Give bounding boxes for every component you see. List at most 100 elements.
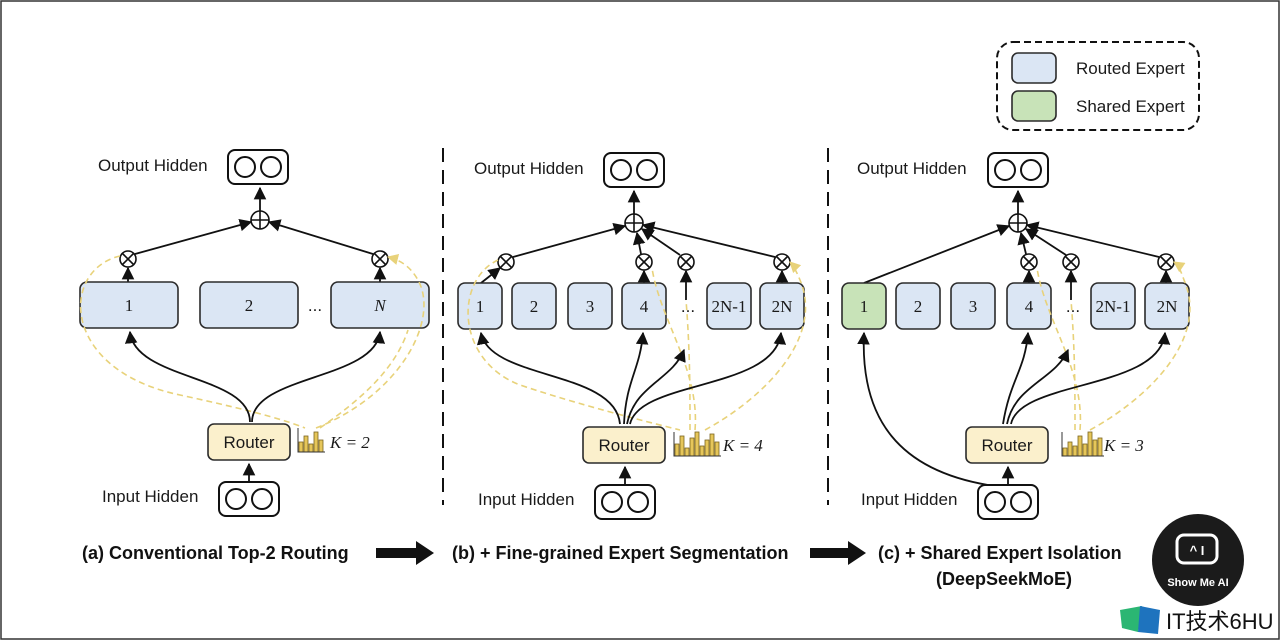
panel-a-sum-op <box>250 210 270 230</box>
legend: Routed Expert Shared Expert <box>996 41 1200 131</box>
panel-b-expert-4 <box>621 282 667 330</box>
caption-arrow-ab <box>376 541 434 565</box>
score-bar <box>714 441 720 457</box>
score-bar <box>313 431 319 453</box>
score-bar <box>1072 445 1078 457</box>
panel-c-router <box>965 426 1049 464</box>
score-bar <box>1062 447 1068 457</box>
panel-c-input-hidden <box>977 484 1039 520</box>
panel-c-output-hidden <box>987 152 1049 188</box>
panel-c: Output Hidden 1 2 <box>841 152 1191 520</box>
panel-b: Output Hidden <box>457 152 807 520</box>
score-bar <box>1082 443 1088 457</box>
score-bar <box>1077 435 1083 457</box>
panel-b-ellipsis: ... <box>681 297 695 316</box>
panel-c-expert-4-label: 4 <box>1025 297 1034 316</box>
panel-c-score-bars <box>1061 431 1104 457</box>
score-bar <box>674 443 680 457</box>
score-bar <box>704 439 710 457</box>
caption-c-line1: (c) + Shared Expert Isolation <box>878 543 1122 563</box>
score-bar <box>1092 439 1098 457</box>
score-bar <box>1087 431 1093 457</box>
panel-c-expert-2n <box>1144 282 1190 330</box>
score-bar <box>318 439 324 453</box>
caption-arrow-bc <box>810 541 866 565</box>
panel-a-input-hidden <box>218 481 280 517</box>
panel-c-expert-2n-1 <box>1090 282 1136 330</box>
legend-routed-swatch <box>1011 52 1057 84</box>
panel-a-gate-line-1 <box>79 255 306 429</box>
panel-a-expert-n-label: N <box>373 296 387 315</box>
score-bar <box>303 435 309 453</box>
panel-b-expert-2n <box>759 282 805 330</box>
robot-icon <box>1175 533 1219 565</box>
panel-a-input-label: Input Hidden <box>102 487 198 506</box>
panel-b-score-bars <box>673 431 721 457</box>
legend-frame <box>996 41 1200 131</box>
watermark-badge: ^ I Show Me AI <box>1152 514 1244 606</box>
panel-b-output-hidden <box>603 152 665 188</box>
panel-b-output-label: Output Hidden <box>474 159 584 178</box>
panel-b-router-label: Router <box>598 436 649 455</box>
panel-b-expert-4-label: 4 <box>640 297 649 316</box>
panel-b-gate-lines <box>467 259 681 431</box>
panel-a-gate-line-n <box>315 254 425 429</box>
panel-a-expert-n <box>330 281 430 329</box>
panel-b-sum-op <box>624 213 644 233</box>
score-bar <box>694 431 700 457</box>
panel-c-expert-2-label: 2 <box>914 297 923 316</box>
panel-b-expert-2n-1 <box>706 282 752 330</box>
caption-a: (a) Conventional Top-2 Routing <box>82 543 349 563</box>
panel-b-expert-2-label: 2 <box>530 297 539 316</box>
score-bar <box>689 437 695 457</box>
panel-a-expert-1 <box>79 281 179 329</box>
panel-c-expert-3 <box>950 282 996 330</box>
legend-routed-label: Routed Expert <box>1076 59 1185 78</box>
panel-a-ellipsis: ... <box>308 296 322 315</box>
panel-c-expert-2 <box>895 282 941 330</box>
site-logo-icon <box>1120 606 1142 632</box>
panel-a-gate-op-1 <box>119 250 137 268</box>
panel-a-expert-2 <box>199 281 299 329</box>
legend-shared-swatch <box>1011 90 1057 122</box>
panel-c-expert-4 <box>1006 282 1052 330</box>
panel-c-expert-2n-label: 2N <box>1157 297 1178 316</box>
panel-c-ellipsis: ... <box>1066 297 1080 316</box>
panel-a-router-label: Router <box>223 433 274 452</box>
score-bar <box>699 445 705 457</box>
panel-a-k-label: K = 2 <box>329 433 370 452</box>
panel-c-expert-1-label: 1 <box>860 297 869 316</box>
score-bar <box>1097 437 1103 457</box>
panel-b-router <box>582 426 666 464</box>
panel-b-expert-2 <box>511 282 557 330</box>
score-bar <box>308 443 314 453</box>
score-bar <box>679 435 685 457</box>
svg-text:^ I: ^ I <box>1190 543 1205 558</box>
panel-b-input-label: Input Hidden <box>478 490 574 509</box>
panel-c-expert-3-label: 3 <box>969 297 978 316</box>
panel-a-output-hidden <box>227 149 289 185</box>
panel-c-k-label: K = 3 <box>1103 436 1144 455</box>
panel-a-score-bars <box>297 428 325 453</box>
panel-c-expert-2n-1-label: 2N-1 <box>1096 297 1131 316</box>
panel-b-gate-ops <box>497 253 791 271</box>
panel-a-router <box>207 423 291 461</box>
panel-c-sum-op <box>1008 213 1028 233</box>
caption-c-line2: (DeepSeekMoE) <box>936 569 1072 589</box>
panel-c-gate-lines <box>1070 299 1076 431</box>
panel-c-input-label: Input Hidden <box>861 490 957 509</box>
score-bar <box>684 447 690 457</box>
panel-a: Output Hidden 1 2 <box>79 149 430 517</box>
score-bar <box>709 433 715 457</box>
panel-c-shared-expert-1 <box>841 282 887 330</box>
panel-b-expert-3 <box>567 282 613 330</box>
score-bar <box>1067 441 1073 457</box>
panel-a-expert-1-label: 1 <box>125 296 134 315</box>
legend-shared-label: Shared Expert <box>1076 97 1185 116</box>
panel-b-expert-3-label: 3 <box>586 297 595 316</box>
caption-b: (b) + Fine-grained Expert Segmentation <box>452 543 789 563</box>
panel-c-gate-ops <box>1020 253 1175 271</box>
watermark-badge-text: Show Me AI <box>1167 577 1228 589</box>
